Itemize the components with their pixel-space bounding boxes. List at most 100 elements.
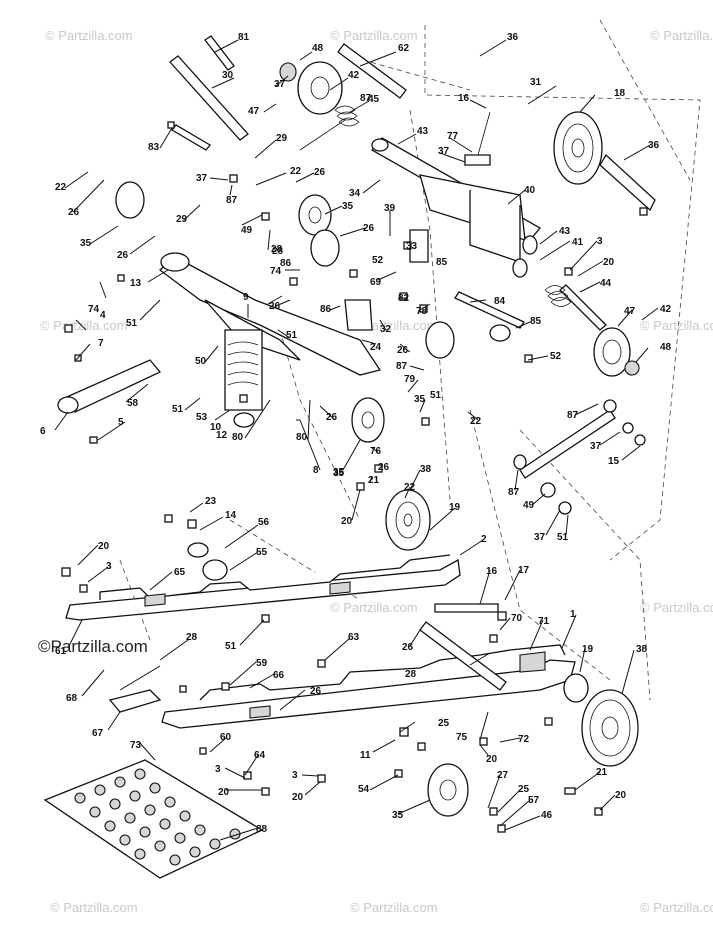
callout-label: 57 [528,795,540,806]
callout-label: 56 [258,517,270,528]
callout-labels: 81 48 62 36 30 37 42 47 87 45 31 16 18 2… [40,32,672,835]
callout-label: 46 [541,810,553,821]
leader-lines [54,39,659,841]
callout-label: 26 [402,642,414,653]
callout-label: 16 [486,566,498,577]
callout-label: 19 [449,502,461,513]
callout-label: 49 [523,500,535,511]
svg-text:© Partzilla.com: © Partzilla.com [50,900,138,915]
callout-label: 51 [557,532,569,543]
callout-label: 29 [276,133,288,144]
callout-label: 73 [130,740,142,751]
callout-label: 20 [218,787,230,798]
callout-label: 66 [273,670,285,681]
callout-label: 70 [511,613,523,624]
callout-label: 51 [172,404,184,415]
callout-label: 20 [292,792,304,803]
callout-label: 23 [205,496,217,507]
callout-label: 20 [603,257,615,268]
callout-label: 35 [333,467,345,478]
callout-label: 69 [370,277,382,288]
callout-label: 20 [615,790,627,801]
callout-label: 87 [396,361,408,372]
callout-label: 40 [524,185,536,196]
callout-label: 75 [456,732,468,743]
callout-label: 51 [430,390,442,401]
callout-label: 25 [438,718,450,729]
callout-label: 22 [290,166,302,177]
callout-label: 26 [310,686,322,697]
callout-label: 22 [404,482,416,493]
svg-text:© Partzilla.com: © Partzilla.com [640,600,713,615]
callout-label: 67 [92,728,104,739]
callout-label: 50 [195,356,207,367]
callout-label: 48 [312,43,324,54]
svg-text:© Partzilla.com: © Partzilla.com [45,28,133,43]
callout-label: 38 [636,644,648,655]
callout-label: 37 [196,173,208,184]
svg-text:© Partzilla.com: © Partzilla.com [650,28,713,43]
callout-label: 86 [280,258,292,269]
callout-label: 20 [486,754,498,765]
callout-label: 16 [458,93,470,104]
callout-label: 28 [271,244,283,255]
svg-text:© Partzilla.com: © Partzilla.com [350,900,438,915]
callout-label: 63 [348,632,360,643]
callout-label: 20 [341,516,353,527]
callout-label: 17 [518,565,530,576]
callout-label: 48 [660,342,672,353]
callout-label: 49 [241,225,253,236]
callout-label: 37 [438,146,450,157]
callout-label: 34 [349,188,361,199]
callout-label: 18 [614,88,626,99]
callout-label: 28 [405,669,417,680]
callout-label: 35 [392,810,404,821]
callout-label: 37 [534,532,546,543]
callout-label: 37 [590,441,602,452]
svg-text:© Partzilla.com: © Partzilla.com [40,318,128,333]
assembly-guide-lines [119,19,701,701]
callout-label: 87 [508,487,520,498]
callout-label: 60 [220,732,232,743]
callout-label: 76 [370,446,382,457]
callout-label: 74 [88,304,100,315]
callout-label: 51 [126,318,138,329]
callout-label: 42 [660,304,672,315]
callout-label: 21 [596,767,608,778]
callout-label: 21 [368,475,380,486]
callout-label: 1 [570,609,576,620]
callout-label: 47 [624,306,636,317]
callout-label: 54 [358,784,370,795]
callout-label: 38 [420,464,432,475]
callout-label: 45 [368,94,380,105]
callout-label: 35 [414,394,426,405]
callout-label: 41 [572,237,584,248]
callout-label: 25 [518,784,530,795]
callout-label: 85 [530,316,542,327]
callout-label: 5 [118,417,124,428]
svg-text:© Partzilla.com: © Partzilla.com [330,28,418,43]
callout-label: 14 [225,510,237,521]
callout-label: 36 [507,32,519,43]
callout-label: 61 [55,646,67,657]
callout-label: 72 [518,734,530,745]
callout-label: 87 [567,410,579,421]
callout-label: 33 [406,241,418,252]
callout-label: 37 [274,79,286,90]
callout-label: 62 [398,43,410,54]
callout-label: 35 [80,238,92,249]
callout-label: 26 [269,301,281,312]
svg-text:© Partzilla.com: © Partzilla.com [330,600,418,615]
callout-label: 30 [222,70,234,81]
callout-label: 74 [270,266,282,277]
brand-logo: ©Partzilla.com [38,637,148,656]
callout-label: 80 [296,432,308,443]
callout-label: 52 [550,351,562,362]
svg-text:© Partzilla.com: © Partzilla.com [640,900,713,915]
callout-label: 26 [363,223,375,234]
callout-label: 81 [238,32,250,43]
callout-label: 35 [333,468,345,479]
callout-label: 7 [98,338,104,349]
callout-label: 44 [600,278,612,289]
callout-label: 26 [326,412,338,423]
